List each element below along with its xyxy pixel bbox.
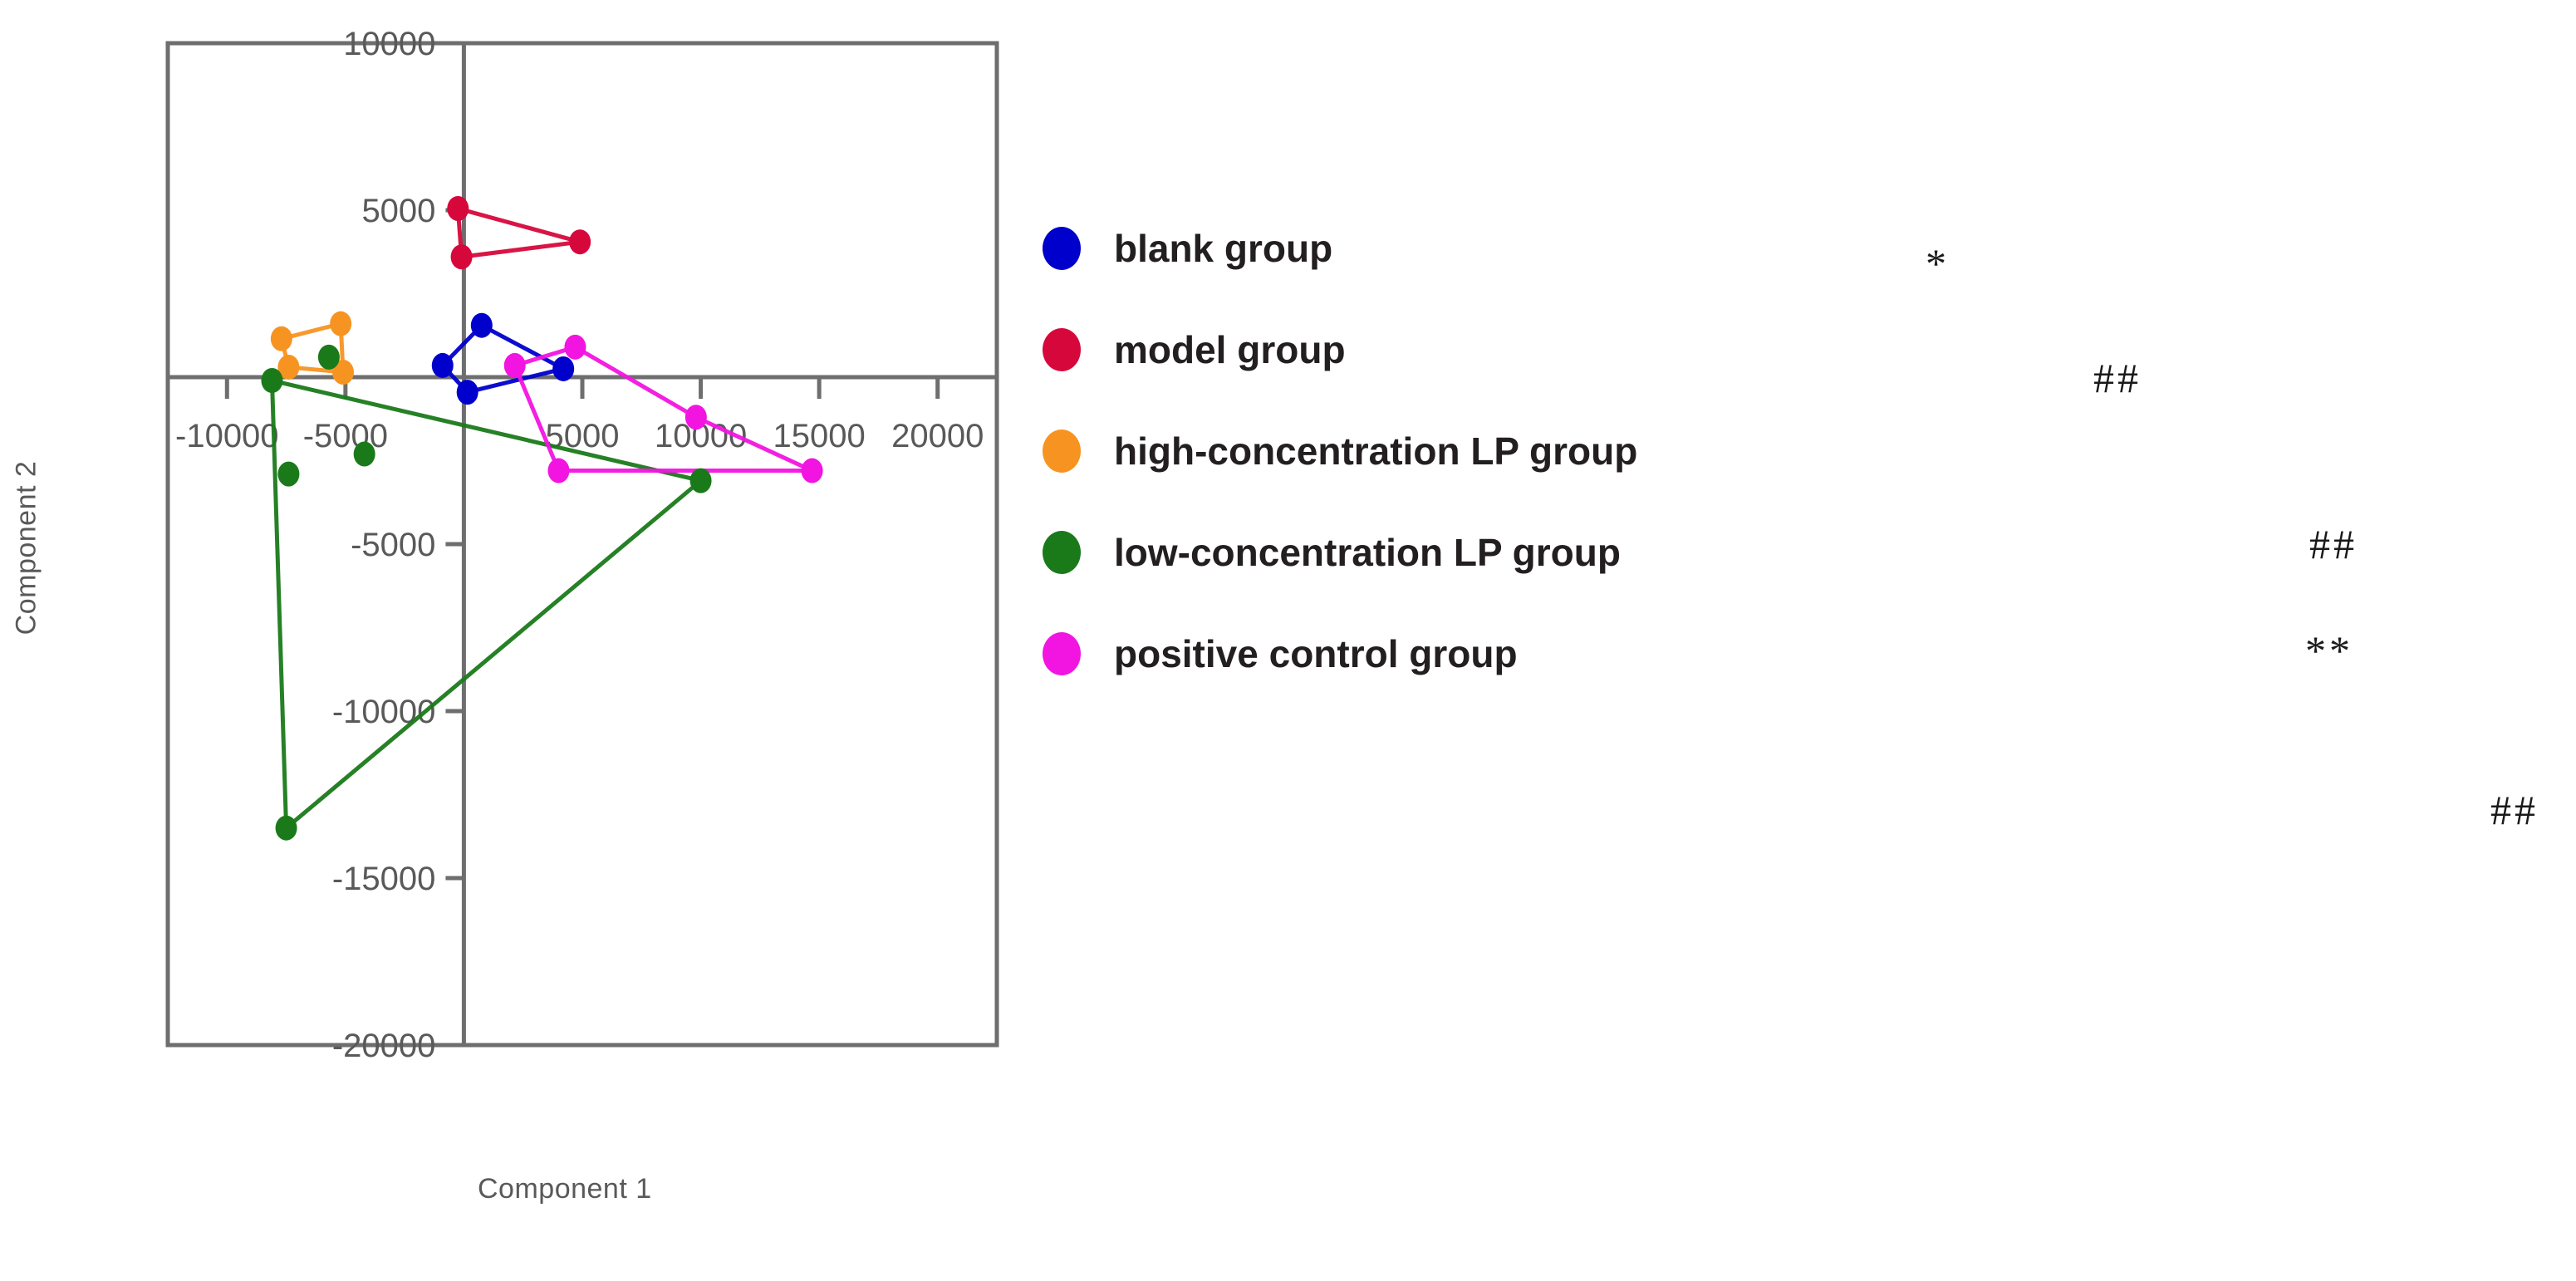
x-tick-label: -5000 (303, 418, 388, 454)
x-tick-label: -10000 (175, 418, 279, 454)
y-tick-label: -15000 (332, 861, 436, 897)
significance-mark: ## (2093, 355, 2142, 401)
data-point (503, 352, 526, 378)
x-axis-title: Component 1 (478, 1173, 652, 1205)
data-point (450, 244, 473, 270)
data-point (447, 195, 469, 221)
data-point (275, 815, 297, 841)
series-hull (269, 378, 704, 831)
y-tick-label: -20000 (332, 1028, 436, 1064)
data-point (332, 359, 355, 385)
y-tick-label: -10000 (332, 694, 436, 730)
data-point (277, 461, 300, 487)
legend-item[interactable]: high-concentration LP group (1043, 400, 1732, 502)
plot-frame (165, 41, 999, 1048)
data-point (801, 458, 823, 483)
legend-item-label: blank group (1114, 227, 1333, 270)
legend-item-label: positive control group (1114, 632, 1518, 675)
legend-marker-icon (1043, 632, 1081, 675)
legend-item[interactable]: model group (1043, 299, 1732, 400)
data-point (456, 380, 478, 405)
legend-marker-icon (1043, 429, 1081, 473)
significance-mark: ** (2305, 627, 2353, 674)
data-point (689, 468, 712, 493)
data-point (569, 229, 591, 255)
significance-mark: ## (2309, 521, 2358, 567)
series-hull (440, 323, 566, 395)
data-point (684, 405, 707, 430)
data-point (317, 344, 340, 370)
legend-marker-icon (1043, 227, 1081, 270)
y-tick-label: 5000 (361, 193, 435, 229)
legend-marker-icon (1043, 328, 1081, 371)
legend-item[interactable]: low-concentration LP group (1043, 502, 1732, 603)
data-point (470, 312, 493, 338)
significance-mark: * (1926, 240, 1950, 287)
data-point (552, 356, 575, 381)
legend-marker-icon (1043, 531, 1081, 574)
x-tick-label: 15000 (773, 418, 866, 454)
significance-mark: ## (2490, 787, 2539, 833)
data-point (431, 352, 454, 378)
data-point (547, 458, 570, 483)
legend: blank group model group high-concentration… (1043, 198, 1732, 704)
legend-item-label: high-concentration LP group (1114, 429, 1638, 473)
data-point (261, 368, 283, 394)
data-point (330, 311, 352, 336)
series-hull (455, 206, 582, 259)
data-point (270, 326, 292, 351)
data-point (564, 334, 586, 360)
y-tick-label: -5000 (351, 527, 435, 563)
legend-item[interactable]: blank group (1043, 198, 1732, 299)
legend-item-label: low-concentration LP group (1114, 531, 1621, 574)
data-point (353, 441, 375, 467)
y-axis-title: Component 2 (10, 460, 42, 636)
data-point (277, 354, 300, 380)
legend-item-label: model group (1114, 328, 1346, 371)
x-tick-label: 20000 (891, 418, 984, 454)
y-tick-label: 10000 (343, 26, 435, 62)
legend-item[interactable]: positive control group (1043, 603, 1732, 704)
